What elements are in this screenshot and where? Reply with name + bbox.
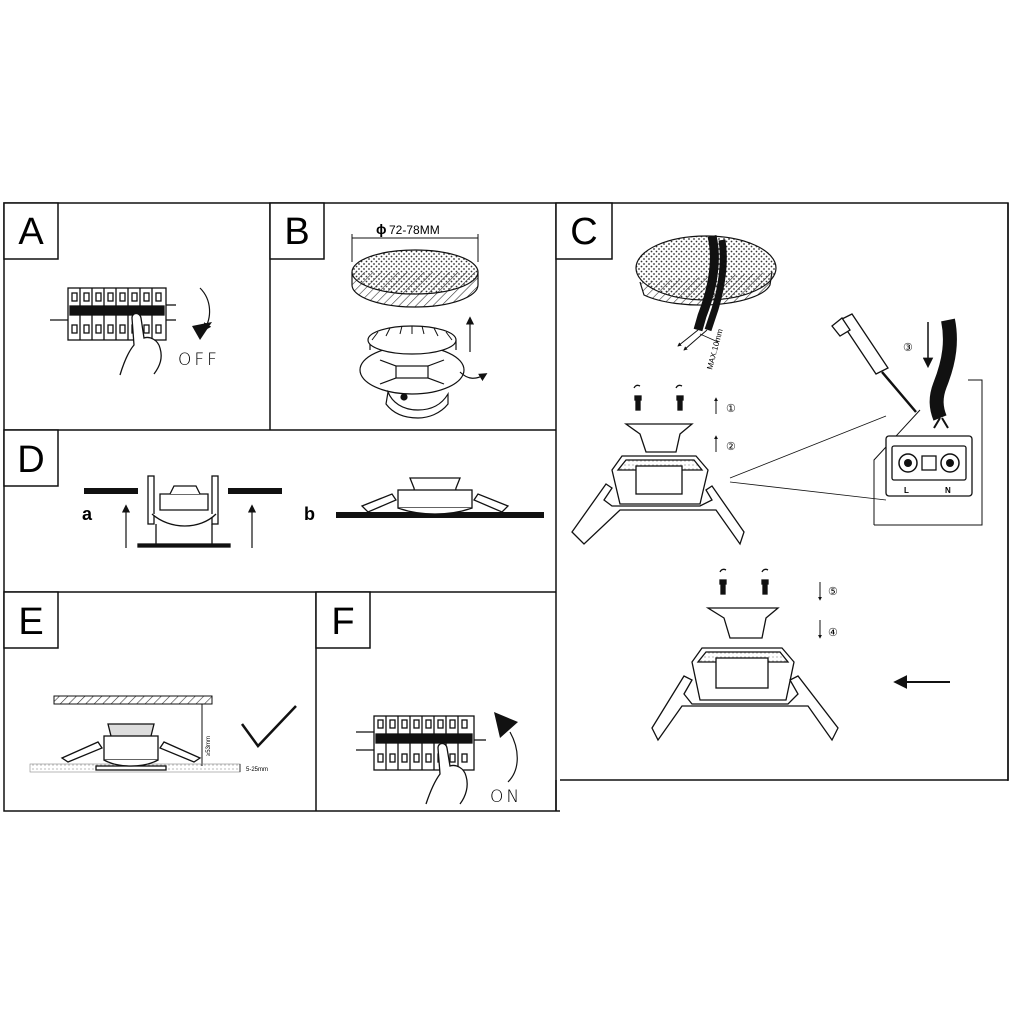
- hand-icon: [119, 312, 162, 376]
- panel-a-letter: A: [18, 211, 44, 253]
- step-3-marker: ③: [903, 342, 913, 354]
- panel-a: A: [3, 202, 220, 376]
- downlight-in-ceiling: [60, 723, 202, 771]
- screwdriver-icon: [831, 313, 917, 413]
- panel-b: B ϕ 72-78MM: [269, 202, 488, 419]
- arrow-up-icon: [507, 731, 518, 783]
- panel-f: F ON: [315, 591, 522, 807]
- breaker-icon: [356, 715, 486, 771]
- hand-icon: [425, 742, 468, 805]
- terminal-n-label: N: [945, 486, 951, 495]
- step-2-marker: ②: [726, 441, 736, 453]
- ceiling-with-cable: MAX.10mm: [635, 234, 777, 371]
- max-strip-label: MAX.10mm: [705, 328, 725, 371]
- step-b-label: b: [304, 504, 315, 524]
- step-1-marker: ①: [726, 403, 736, 415]
- panel-b-letter-box: [269, 202, 325, 260]
- panel-a-letter-box: [3, 202, 59, 260]
- step-4-marker: ④: [828, 627, 838, 639]
- phi-symbol: ϕ: [376, 221, 387, 237]
- step-5-marker: ⑤: [828, 586, 838, 598]
- ceiling-cutout: [351, 249, 479, 308]
- screw-icon: [719, 568, 727, 595]
- screw-icon: [633, 384, 642, 411]
- reinstall-assembly: [651, 568, 839, 742]
- cutout-dimension: 72-78MM: [389, 223, 440, 237]
- terminal-block-zoom: L N: [729, 379, 983, 526]
- panel-d-letter-box: [3, 429, 59, 487]
- panel-e-letter: E: [18, 601, 43, 643]
- switch-off-label: OFF: [178, 350, 220, 370]
- checkmark-icon: [240, 705, 297, 748]
- panel-e: E ≥53mm 5-25mm: [3, 591, 297, 773]
- panel-b-letter: B: [284, 211, 309, 253]
- breaker-icon: [50, 287, 176, 341]
- thickness-label: 5-25mm: [246, 767, 268, 773]
- step-a-label: a: [82, 504, 93, 524]
- panel-f-letter-box: [315, 591, 371, 649]
- height-label: ≥53mm: [206, 736, 212, 756]
- panel-c-letter-box: [555, 202, 613, 260]
- terminal-l-label: L: [904, 486, 909, 495]
- removal-assembly: [571, 384, 745, 546]
- downlight-unit: [359, 325, 465, 419]
- panel-d: D a b: [3, 429, 544, 548]
- panel-f-letter: F: [331, 601, 354, 643]
- switch-on-label: ON: [490, 787, 522, 807]
- panel-c-letter: C: [570, 211, 597, 253]
- screw-icon: [675, 384, 684, 411]
- screw-icon: [761, 568, 769, 595]
- downlight-spring-up: [137, 475, 231, 548]
- panel-c: C MAX.10mm ③: [555, 202, 983, 742]
- downlight-installed: [360, 477, 510, 515]
- panel-e-letter-box: [3, 591, 59, 649]
- panel-d-letter: D: [17, 439, 44, 481]
- rotate-arrow-icon: [459, 371, 488, 382]
